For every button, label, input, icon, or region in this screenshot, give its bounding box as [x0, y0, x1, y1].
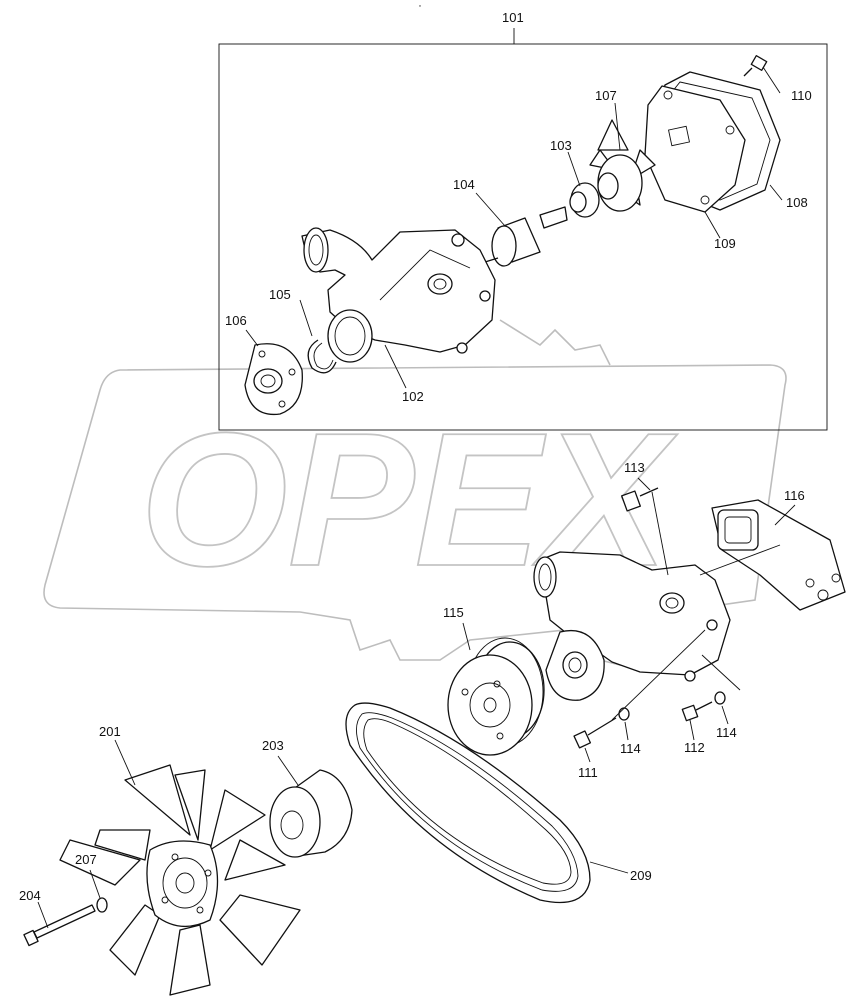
gasket-116 — [711, 499, 846, 611]
leader-114b — [721, 705, 729, 725]
leader-203 — [277, 755, 299, 786]
leader-209 — [589, 861, 629, 874]
leader-112-axis — [701, 654, 741, 691]
leader-104 — [475, 192, 506, 227]
leader-204 — [37, 901, 49, 929]
label-115: 115 — [443, 605, 464, 620]
leader-105 — [299, 299, 313, 337]
assembly-box-101 — [218, 43, 828, 431]
bolt-204 — [23, 904, 96, 947]
label-107: 107 — [595, 88, 617, 103]
fan-201 — [59, 764, 301, 996]
leader-116-b — [699, 544, 781, 576]
snap-ring-105 — [307, 339, 337, 374]
seal-103 — [569, 182, 600, 218]
leader-108 — [769, 184, 783, 201]
spacer-203 — [269, 769, 353, 858]
impeller-107 — [589, 119, 656, 212]
label-101: 101 — [502, 10, 524, 25]
v-belt-209 — [345, 702, 591, 904]
leader-113 — [637, 477, 651, 491]
leader-111 — [584, 747, 591, 763]
label-103: 103 — [550, 138, 572, 153]
leader-201 — [114, 739, 136, 786]
leader-112 — [689, 719, 695, 741]
leader-106 — [245, 329, 259, 347]
bolt-111 — [573, 717, 617, 749]
label-114-right: 114 — [716, 725, 737, 740]
washer-207 — [96, 897, 108, 913]
label-111: 111 — [578, 765, 598, 780]
leader-110 — [762, 66, 781, 94]
shaft-bearing-104 — [484, 206, 568, 267]
top-mark: * — [419, 5, 421, 11]
label-109: 109 — [714, 236, 736, 251]
leader-115 — [462, 622, 471, 651]
label-104: 104 — [453, 177, 475, 192]
label-204: 204 — [19, 888, 41, 903]
label-105: 105 — [269, 287, 291, 302]
label-110: 110 — [791, 88, 812, 103]
leader-111-axis — [611, 629, 706, 721]
washer-114-right — [714, 691, 726, 705]
leader-103 — [567, 151, 581, 187]
pump-body-102 — [301, 227, 496, 363]
label-207: 207 — [75, 852, 97, 867]
label-112: 112 — [684, 740, 705, 755]
label-201: 201 — [99, 724, 121, 739]
hub-flange-106 — [244, 343, 303, 416]
leader-113-axis — [651, 491, 669, 576]
bolt-112 — [681, 701, 713, 722]
label-106: 106 — [225, 313, 247, 328]
leader-109 — [704, 211, 721, 239]
label-108: 108 — [786, 195, 808, 210]
label-114-left: 114 — [620, 741, 641, 756]
label-209: 209 — [630, 868, 652, 883]
leader-116 — [774, 504, 796, 526]
assembled-water-pump — [533, 551, 731, 701]
label-203: 203 — [262, 738, 284, 753]
label-102: 102 — [402, 389, 424, 404]
leader-107 — [614, 102, 621, 151]
label-113: 113 — [624, 460, 645, 475]
washer-114-left — [618, 707, 630, 721]
leader-114a — [624, 721, 629, 741]
pulley-115 — [447, 637, 545, 756]
bolt-110 — [743, 55, 768, 77]
leader-102 — [384, 344, 407, 389]
bolt-113 — [621, 487, 659, 512]
leader-207 — [89, 869, 101, 899]
label-116: 116 — [784, 488, 805, 503]
